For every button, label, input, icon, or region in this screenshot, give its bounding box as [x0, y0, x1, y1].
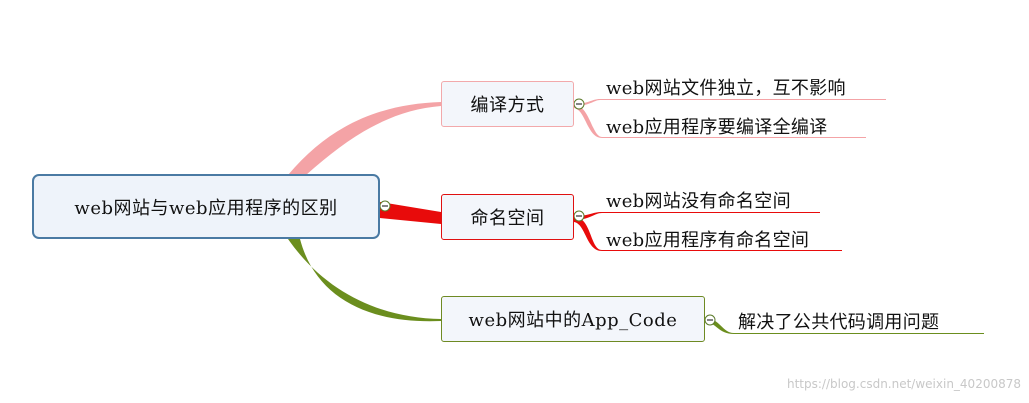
branch-topic-namespace[interactable]: 命名空间	[441, 194, 574, 240]
connector-branch-2-leaf-1	[574, 212, 820, 220]
connector-root-branch-2	[380, 202, 441, 224]
branch-topic-app-code[interactable]: web网站中的App_Code	[441, 296, 705, 342]
leaf-topic[interactable]: 解决了公共代码调用问题	[738, 312, 940, 333]
collapse-toggle-branch-3[interactable]	[704, 314, 716, 326]
root-topic[interactable]: web网站与web应用程序的区别	[32, 174, 380, 239]
leaf-topic[interactable]: web网站没有命名空间	[606, 191, 791, 212]
branch-topic-compilation[interactable]: 编译方式	[441, 81, 574, 127]
leaf-topic[interactable]: web应用程序有命名空间	[606, 230, 810, 251]
connector-root-branch-1	[288, 102, 441, 175]
leaf-topic[interactable]: web网站文件独立，互不影响	[606, 78, 846, 99]
collapse-toggle-branch-2[interactable]	[573, 210, 585, 222]
collapse-toggle-branch-1[interactable]	[573, 98, 585, 110]
connector-branch-1-leaf-1	[574, 99, 886, 106]
collapse-toggle-root[interactable]	[379, 200, 391, 212]
watermark: https://blog.csdn.net/weixin_40200878	[786, 377, 1021, 391]
leaf-topic[interactable]: web应用程序要编译全编译	[606, 117, 828, 138]
connector-root-branch-3	[288, 239, 441, 322]
